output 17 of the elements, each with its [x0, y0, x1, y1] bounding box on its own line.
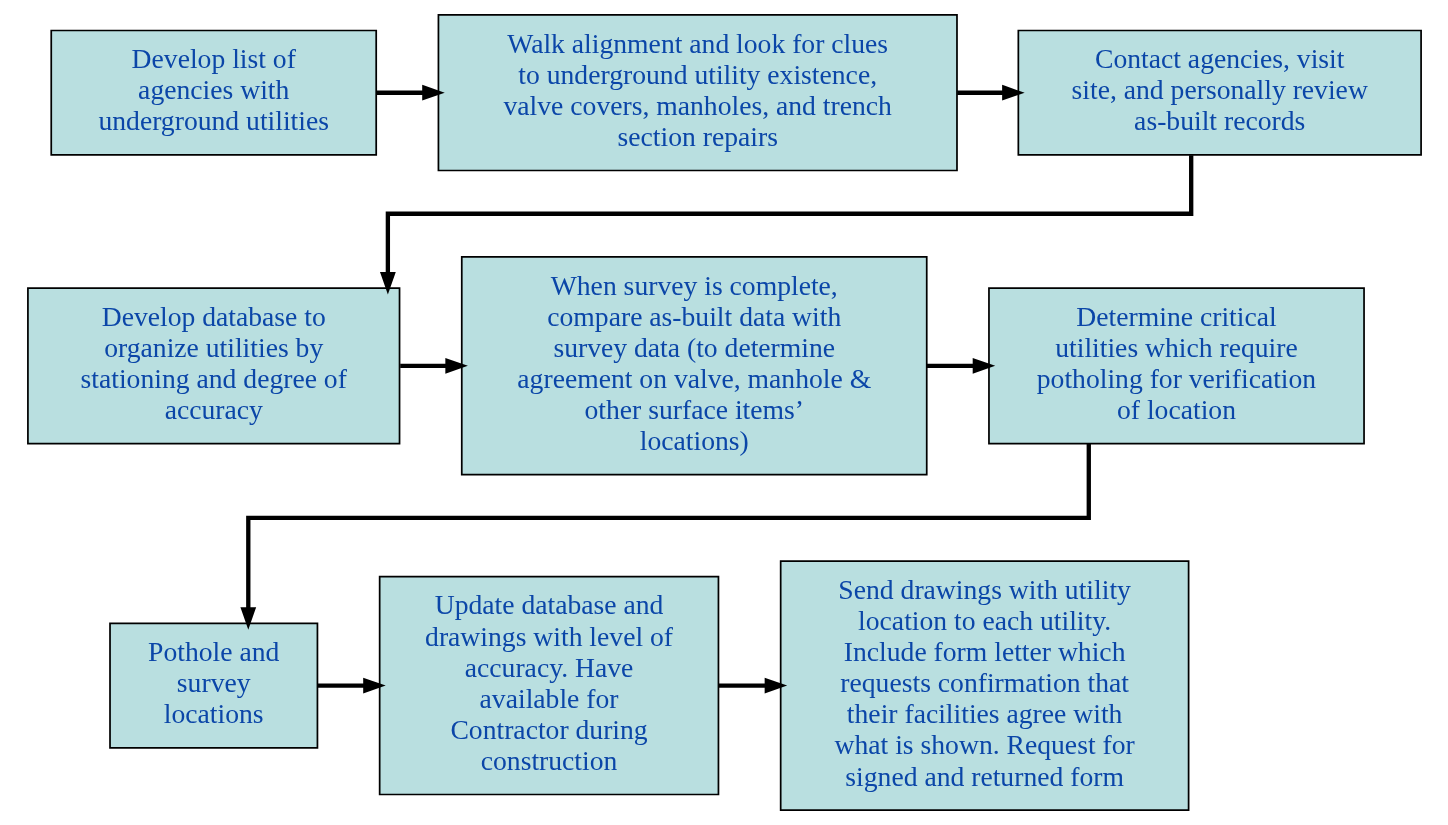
node-box: When survey is complete, compare as-built data with survey data (to determine agreement on valve, manhole & other surface items’ locations)	[460, 256, 928, 476]
arrow	[956, 84, 1025, 101]
node-box: Develop list of agencies with underground utilities	[49, 29, 377, 156]
arrow	[239, 443, 1091, 630]
node-box: Send drawings with utility location to each utility. Include form letter which requests confirmation that their facilities agree with what is shown. Request for signed and returned form	[779, 560, 1189, 811]
node-box: Walk alignment and look for clues to underground utility existence, valve covers, manholes, and trench section repairs	[437, 14, 958, 172]
node-box: Determine critical utilities which require potholing for verification of location	[987, 287, 1365, 445]
arrow	[379, 155, 1193, 295]
arrow	[317, 677, 386, 694]
node-box: Pothole and survey locations	[108, 622, 318, 749]
node-box: Update database and drawings with level of accuracy. Have available for Contractor during construction	[378, 575, 719, 796]
arrow	[718, 677, 787, 694]
arrow	[399, 357, 468, 374]
node-box: Contact agencies, visit site, and personally review as-built records	[1017, 29, 1422, 156]
arrow	[926, 357, 995, 374]
arrow	[375, 84, 445, 101]
node-box: Develop database to organize utilities by stationing and degree of accuracy	[26, 287, 400, 445]
